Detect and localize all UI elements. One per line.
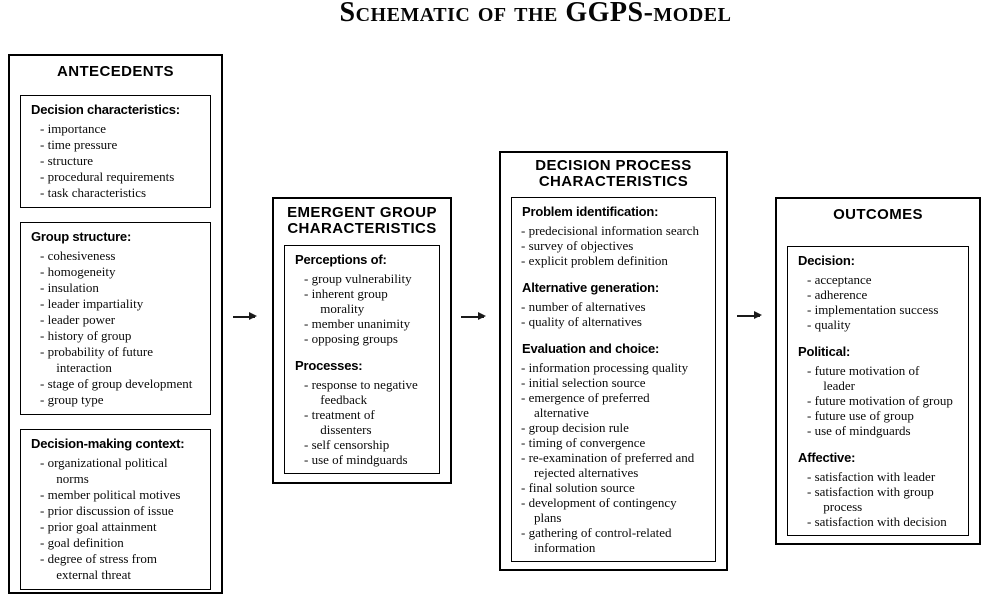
inner-box: Decision-making context: - organizational… xyxy=(20,429,211,590)
item-list: - satisfaction with leader- satisfaction… xyxy=(796,469,965,529)
item-list: - organizational political norms- member… xyxy=(29,455,207,583)
list-item: - member unanimity xyxy=(304,316,411,331)
list-item: - goal definition xyxy=(40,535,124,550)
list-item: - future use of group xyxy=(807,408,914,423)
list-item: - insulation xyxy=(40,280,99,295)
list-item: - predecisional information search xyxy=(521,223,699,238)
list-item: - cohesiveness xyxy=(40,248,116,263)
list-item: - organizational political norms xyxy=(40,455,168,486)
column-title: OUTCOMES xyxy=(833,206,923,223)
list-item: - quality of alternatives xyxy=(521,314,642,329)
item-list: - acceptance- adherence- implementation … xyxy=(796,272,965,332)
box-antecedents: ANTECEDENTS Decision characteristics: - im… xyxy=(8,54,223,594)
list-item: - information processing quality xyxy=(521,360,689,375)
section-heading: Affective: xyxy=(798,450,856,465)
list-item: - leader power xyxy=(40,312,116,327)
list-item: - timing of convergence xyxy=(521,435,646,450)
list-item: - satisfaction with group process xyxy=(807,484,934,514)
list-item: - member political motives xyxy=(40,487,181,502)
list-item: - future motivation of group xyxy=(807,393,953,408)
list-item: - self censorship xyxy=(304,437,390,452)
list-item: - satisfaction with decision xyxy=(807,514,947,529)
inner-box: Perceptions of: - group vulnerability- in… xyxy=(284,245,440,474)
list-item: - inherent group morality xyxy=(304,286,388,316)
section-heading: Alternative generation: xyxy=(522,280,659,295)
list-item: - prior discussion of issue xyxy=(40,503,174,518)
box-outcomes: OUTCOMES Decision: - acceptance- adherence… xyxy=(775,197,981,545)
box-emergent: EMERGENT GROUP CHARACTERISTICS Perception… xyxy=(272,197,452,484)
list-item: - development of contingency plans xyxy=(521,495,677,525)
list-item: - probability of future interaction xyxy=(40,344,153,375)
item-list: - importance- time pressure- structure- … xyxy=(29,121,207,201)
list-item: - emergence of preferred alternative xyxy=(521,390,650,420)
list-item: - degree of stress from external threat xyxy=(40,551,157,582)
list-item: - prior goal attainment xyxy=(40,519,157,534)
list-item: - stage of group development xyxy=(40,376,193,391)
section-heading: Processes: xyxy=(295,358,363,373)
section-heading: Decision: xyxy=(798,253,855,268)
inner-box: Problem identification: - predecisional i… xyxy=(511,197,716,562)
list-item: - acceptance xyxy=(807,272,872,287)
list-item: - history of group xyxy=(40,328,132,343)
section-heading: Group structure: xyxy=(31,229,132,244)
flow-right-arrow-icon xyxy=(233,313,257,320)
column-title: ANTECEDENTS xyxy=(57,63,174,80)
list-item: - future motivation of leader xyxy=(807,363,920,393)
item-list: - response to negative feedback- treatme… xyxy=(293,377,436,467)
list-item: - response to negative feedback xyxy=(304,377,418,407)
list-item: - group type xyxy=(40,392,104,407)
section-heading: Decision characteristics: xyxy=(31,102,180,117)
item-list: - group vulnerability- inherent group mo… xyxy=(293,271,436,346)
section-heading: Evaluation and choice: xyxy=(522,341,660,356)
list-item: - group decision rule xyxy=(521,420,629,435)
list-item: - importance xyxy=(40,121,107,136)
list-item: - adherence xyxy=(807,287,868,302)
list-item: - use of mindguards xyxy=(304,452,408,467)
list-item: - procedural requirements xyxy=(40,169,175,184)
list-item: - re-examination of preferred and reject… xyxy=(521,450,695,480)
list-item: - number of alternatives xyxy=(521,299,646,314)
flow-right-arrow-icon xyxy=(461,313,486,320)
list-item: - satisfaction with leader xyxy=(807,469,936,484)
section-heading: Political: xyxy=(798,344,851,359)
box-process: DECISION PROCESS CHARACTERISTICS Problem … xyxy=(499,151,728,571)
item-list: - number of alternatives- quality of alt… xyxy=(520,299,712,329)
item-list: - predecisional information search- surv… xyxy=(520,223,712,268)
list-item: - leader impartiality xyxy=(40,296,144,311)
item-list: - cohesiveness- homogeneity- insulation-… xyxy=(29,248,207,408)
list-item: - treatment of dissenters xyxy=(304,407,375,437)
section-heading: Perceptions of: xyxy=(295,252,387,267)
list-item: - explicit problem definition xyxy=(521,253,668,268)
section-heading: Decision-making context: xyxy=(31,436,185,451)
list-item: - group vulnerability xyxy=(304,271,412,286)
list-item: - final solution source xyxy=(521,480,635,495)
column-title: EMERGENT GROUP CHARACTERISTICS xyxy=(287,204,437,237)
item-list: - future motivation of leader- future mo… xyxy=(796,363,965,438)
list-item: - homogeneity xyxy=(40,264,116,279)
inner-box: Decision: - acceptance- adherence- implem… xyxy=(787,246,969,536)
list-item: - implementation success xyxy=(807,302,939,317)
diagram-title: Schematic of the GGPS-model xyxy=(339,0,732,28)
list-item: - opposing groups xyxy=(304,331,398,346)
flow-right-arrow-icon xyxy=(737,312,762,319)
inner-box: Group structure: - cohesiveness- homogene… xyxy=(20,222,211,415)
section-heading: Problem identification: xyxy=(522,204,659,219)
list-item: - use of mindguards xyxy=(807,423,911,438)
list-item: - initial selection source xyxy=(521,375,646,390)
list-item: - time pressure xyxy=(40,137,118,152)
inner-box: Decision characteristics:- importance- t… xyxy=(20,95,211,208)
list-item: - survey of objectives xyxy=(521,238,634,253)
list-item: - task characteristics xyxy=(40,185,147,200)
list-item: - gathering of control-related informati… xyxy=(521,525,672,555)
column-title: DECISION PROCESS CHARACTERISTICS xyxy=(535,157,692,190)
item-list: - information processing quality- initia… xyxy=(520,360,712,555)
list-item: - structure xyxy=(40,153,94,168)
list-item: - quality xyxy=(807,317,851,332)
